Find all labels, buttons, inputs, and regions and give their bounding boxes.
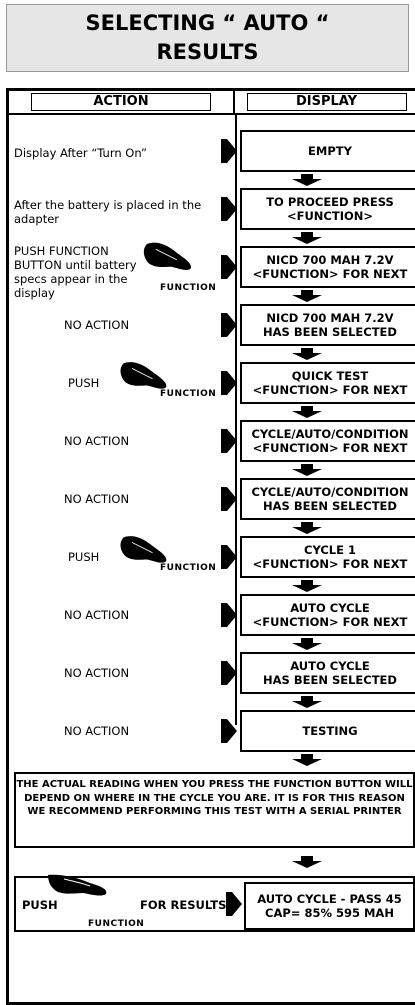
display-line: AUTO CYCLE bbox=[290, 601, 370, 615]
note-box: THE ACTUAL READING WHEN YOU PRESS THE FU… bbox=[14, 772, 415, 848]
step-1-action: Display After “Turn On” bbox=[14, 146, 147, 160]
function-button-label: FUNCTION bbox=[160, 283, 217, 293]
display-line: HAS BEEN SELECTED bbox=[263, 325, 397, 339]
display-line: HAS BEEN SELECTED bbox=[263, 673, 397, 687]
display-line: <FUNCTION> FOR NEXT bbox=[252, 441, 408, 455]
down-arrow-icon bbox=[292, 580, 322, 592]
step-9-action: NO ACTION bbox=[64, 608, 130, 622]
pointing-hand-icon bbox=[120, 362, 167, 389]
steps-table: ACTION DISPLAY bbox=[6, 88, 415, 1005]
step-4-action: NO ACTION bbox=[64, 318, 130, 332]
display-line: <FUNCTION> FOR NEXT bbox=[252, 615, 408, 629]
step-5-action: PUSH bbox=[68, 376, 100, 390]
down-arrow-icon bbox=[292, 290, 322, 302]
function-button-label: FUNCTION bbox=[160, 389, 217, 399]
step-7-action: NO ACTION bbox=[64, 492, 130, 506]
right-arrow-icon bbox=[221, 545, 237, 569]
display-line: NICD 700 MAH 7.2V bbox=[266, 311, 394, 325]
display-line: CYCLE 1 bbox=[304, 543, 356, 557]
right-arrow-icon bbox=[221, 661, 237, 685]
down-arrow-icon bbox=[292, 464, 322, 476]
pointing-hand-icon bbox=[143, 242, 191, 270]
final-for-results-label: FOR RESULTS bbox=[140, 898, 227, 912]
step-3-display: NICD 700 MAH 7.2V<FUNCTION> FOR NEXT bbox=[240, 246, 415, 288]
step-8-display: CYCLE 1<FUNCTION> FOR NEXT bbox=[240, 536, 415, 578]
display-line: <FUNCTION> FOR NEXT bbox=[252, 383, 408, 397]
right-arrow-icon bbox=[221, 603, 237, 627]
step-11-action: NO ACTION bbox=[64, 724, 130, 738]
display-line: <FUNCTION> FOR NEXT bbox=[252, 557, 408, 571]
right-arrow-icon bbox=[221, 719, 237, 743]
pointing-hand-icon bbox=[120, 536, 167, 563]
step-10-action: NO ACTION bbox=[64, 666, 130, 680]
down-arrow-icon bbox=[292, 232, 322, 244]
right-arrow-icon bbox=[221, 487, 237, 511]
display-line: CYCLE/AUTO/CONDITION bbox=[251, 427, 409, 441]
step-6-display: CYCLE/AUTO/CONDITION<FUNCTION> FOR NEXT bbox=[240, 420, 415, 462]
display-line: CYCLE/AUTO/CONDITION bbox=[251, 485, 409, 499]
display-column-header: DISPLAY bbox=[235, 91, 415, 115]
down-arrow-icon bbox=[292, 856, 322, 868]
step-6-action: NO ACTION bbox=[64, 434, 130, 448]
right-arrow-icon bbox=[221, 429, 237, 453]
final-hand-icon bbox=[46, 873, 110, 905]
action-column-header: ACTION bbox=[9, 91, 235, 115]
right-arrow-icon bbox=[221, 197, 237, 221]
display-line: TESTING bbox=[302, 724, 358, 738]
function-button-label: FUNCTION bbox=[160, 563, 217, 573]
display-line: QUICK TEST bbox=[291, 369, 369, 383]
pointing-hand-3 bbox=[140, 240, 196, 280]
display-header-label: DISPLAY bbox=[246, 93, 407, 111]
down-arrow-icon bbox=[292, 638, 322, 650]
right-arrow-icon bbox=[221, 371, 237, 395]
display-line: AUTO CYCLE bbox=[290, 659, 370, 673]
right-arrow-icon bbox=[221, 313, 237, 337]
display-line: TO PROCEED PRESS bbox=[266, 195, 394, 209]
down-arrow-icon bbox=[292, 406, 322, 418]
step-3-action: PUSH FUNCTION BUTTON until battery specs… bbox=[14, 244, 137, 300]
column-divider bbox=[235, 115, 237, 725]
down-arrow-icon bbox=[292, 348, 322, 360]
final-display-box: AUTO CYCLE - PASS 45 CAP= 85% 595 MAH bbox=[244, 882, 415, 930]
down-arrow-icon bbox=[292, 754, 322, 766]
right-arrow-icon bbox=[226, 892, 242, 916]
step-11-display: TESTING bbox=[240, 710, 415, 752]
right-arrow-icon bbox=[221, 255, 237, 279]
final-push-label: PUSH bbox=[22, 898, 58, 912]
right-arrow-icon bbox=[221, 139, 237, 163]
title-line-1: SELECTING “ AUTO “ bbox=[85, 11, 330, 35]
final-display-line-1: AUTO CYCLE - PASS 45 bbox=[257, 892, 402, 906]
display-line: EMPTY bbox=[308, 144, 352, 158]
step-1-display: EMPTY bbox=[240, 130, 415, 172]
note-text: THE ACTUAL READING WHEN YOU PRESS THE FU… bbox=[16, 779, 413, 817]
page-title: SELECTING “ AUTO “ RESULTS bbox=[6, 4, 409, 72]
display-line: <FUNCTION> FOR NEXT bbox=[252, 267, 408, 281]
display-line: NICD 700 MAH 7.2V bbox=[266, 253, 394, 267]
down-arrow-icon bbox=[292, 696, 322, 708]
pointing-hand-icon bbox=[48, 874, 107, 896]
down-arrow-icon bbox=[292, 522, 322, 534]
step-9-display: AUTO CYCLE<FUNCTION> FOR NEXT bbox=[240, 594, 415, 636]
title-line-2: RESULTS bbox=[156, 40, 259, 64]
step-8-action: PUSH bbox=[68, 550, 100, 564]
final-display-line-2: CAP= 85% 595 MAH bbox=[265, 906, 394, 920]
display-line: <FUNCTION> bbox=[286, 209, 374, 223]
step-2-action: After the battery is placed in the adapt… bbox=[14, 198, 202, 226]
final-function-label: FUNCTION bbox=[88, 919, 145, 929]
down-arrow-icon bbox=[292, 174, 322, 186]
action-header-label: ACTION bbox=[31, 93, 211, 111]
pointing-hand-5 bbox=[116, 360, 172, 398]
pointing-hand-8 bbox=[116, 534, 172, 572]
step-5-display: QUICK TEST<FUNCTION> FOR NEXT bbox=[240, 362, 415, 404]
display-line: HAS BEEN SELECTED bbox=[263, 499, 397, 513]
step-2-display: TO PROCEED PRESS<FUNCTION> bbox=[240, 188, 415, 230]
